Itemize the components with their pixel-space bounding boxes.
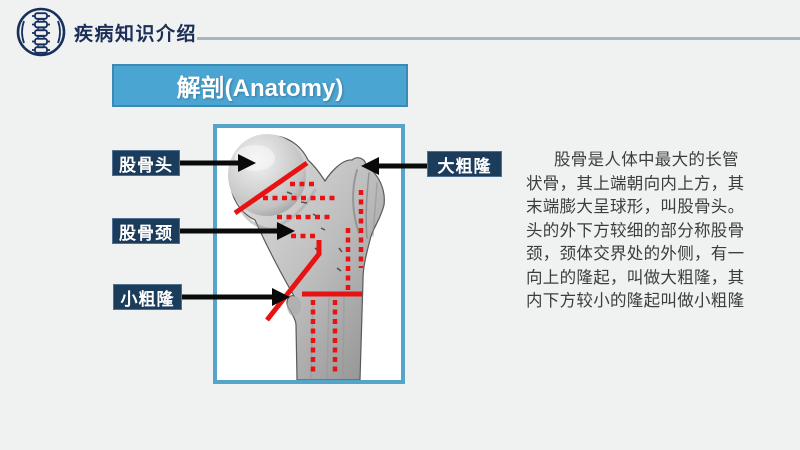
description-line: 状骨，其上端朝向内上方，其 [526,174,745,193]
page-title: 疾病知识介绍 [74,24,198,45]
section-banner-label: 解剖(Anatomy) [176,75,344,102]
header-divider [197,37,800,40]
description-text: 股骨是人体中最大的长管 状骨，其上端朝向内上方，其 末端膨大呈球形，叫股骨头。 … [526,149,752,314]
femur-illustration [228,134,385,380]
spine-icon [16,7,66,57]
label-femoral-head-text: 股骨头 [119,155,173,175]
label-greater-trochanter-text: 大粗隆 [437,156,492,176]
spine-logo [15,6,67,58]
description-line: 向上的隆起，叫做大粗隆，其 [526,268,745,287]
label-greater-trochanter: 大粗隆 [427,151,502,177]
label-lesser-trochanter: 小粗隆 [113,284,182,310]
label-lesser-trochanter-text: 小粗隆 [120,289,175,309]
label-femoral-neck-text: 股骨颈 [119,223,173,243]
description-line: 末端膨大呈球形，叫股骨头。 [526,198,745,216]
label-femoral-neck: 股骨颈 [112,218,180,244]
lesser-trochanter-shade [287,296,301,316]
description-line: 颈，颈体交界处的外侧，有一 [526,245,745,263]
head-highlight [235,145,275,171]
anatomy-image-frame [213,124,405,384]
label-femoral-head: 股骨头 [112,150,180,176]
description-line: 头的外下方较细的部分称股骨 [526,221,745,240]
femoral-head-shape [228,134,306,216]
section-banner: 解剖(Anatomy) [112,64,408,107]
description-line: 股骨是人体中最大的长管 [554,151,739,169]
description-line: 内下方较小的隆起叫做小粗隆 [526,292,745,310]
